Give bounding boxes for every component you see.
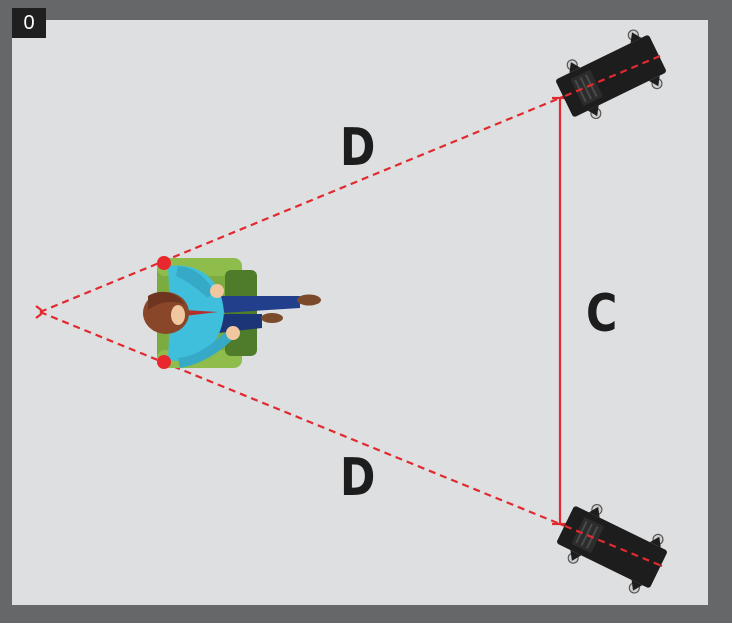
top-speaker-axis-overlay (564, 54, 661, 98)
distance-label-top: D (340, 118, 376, 178)
bottom-distance-line (39, 310, 561, 526)
distance-label-bottom: D (340, 448, 376, 508)
top-distance-line (39, 96, 561, 314)
figure-tag: 0 (12, 8, 46, 38)
listener-icon (143, 256, 321, 369)
apex-mark-b (35, 311, 45, 319)
bottom-speaker-axis-overlay (564, 524, 663, 568)
apex-mark-a (35, 305, 45, 313)
spacing-label: C (586, 284, 618, 344)
